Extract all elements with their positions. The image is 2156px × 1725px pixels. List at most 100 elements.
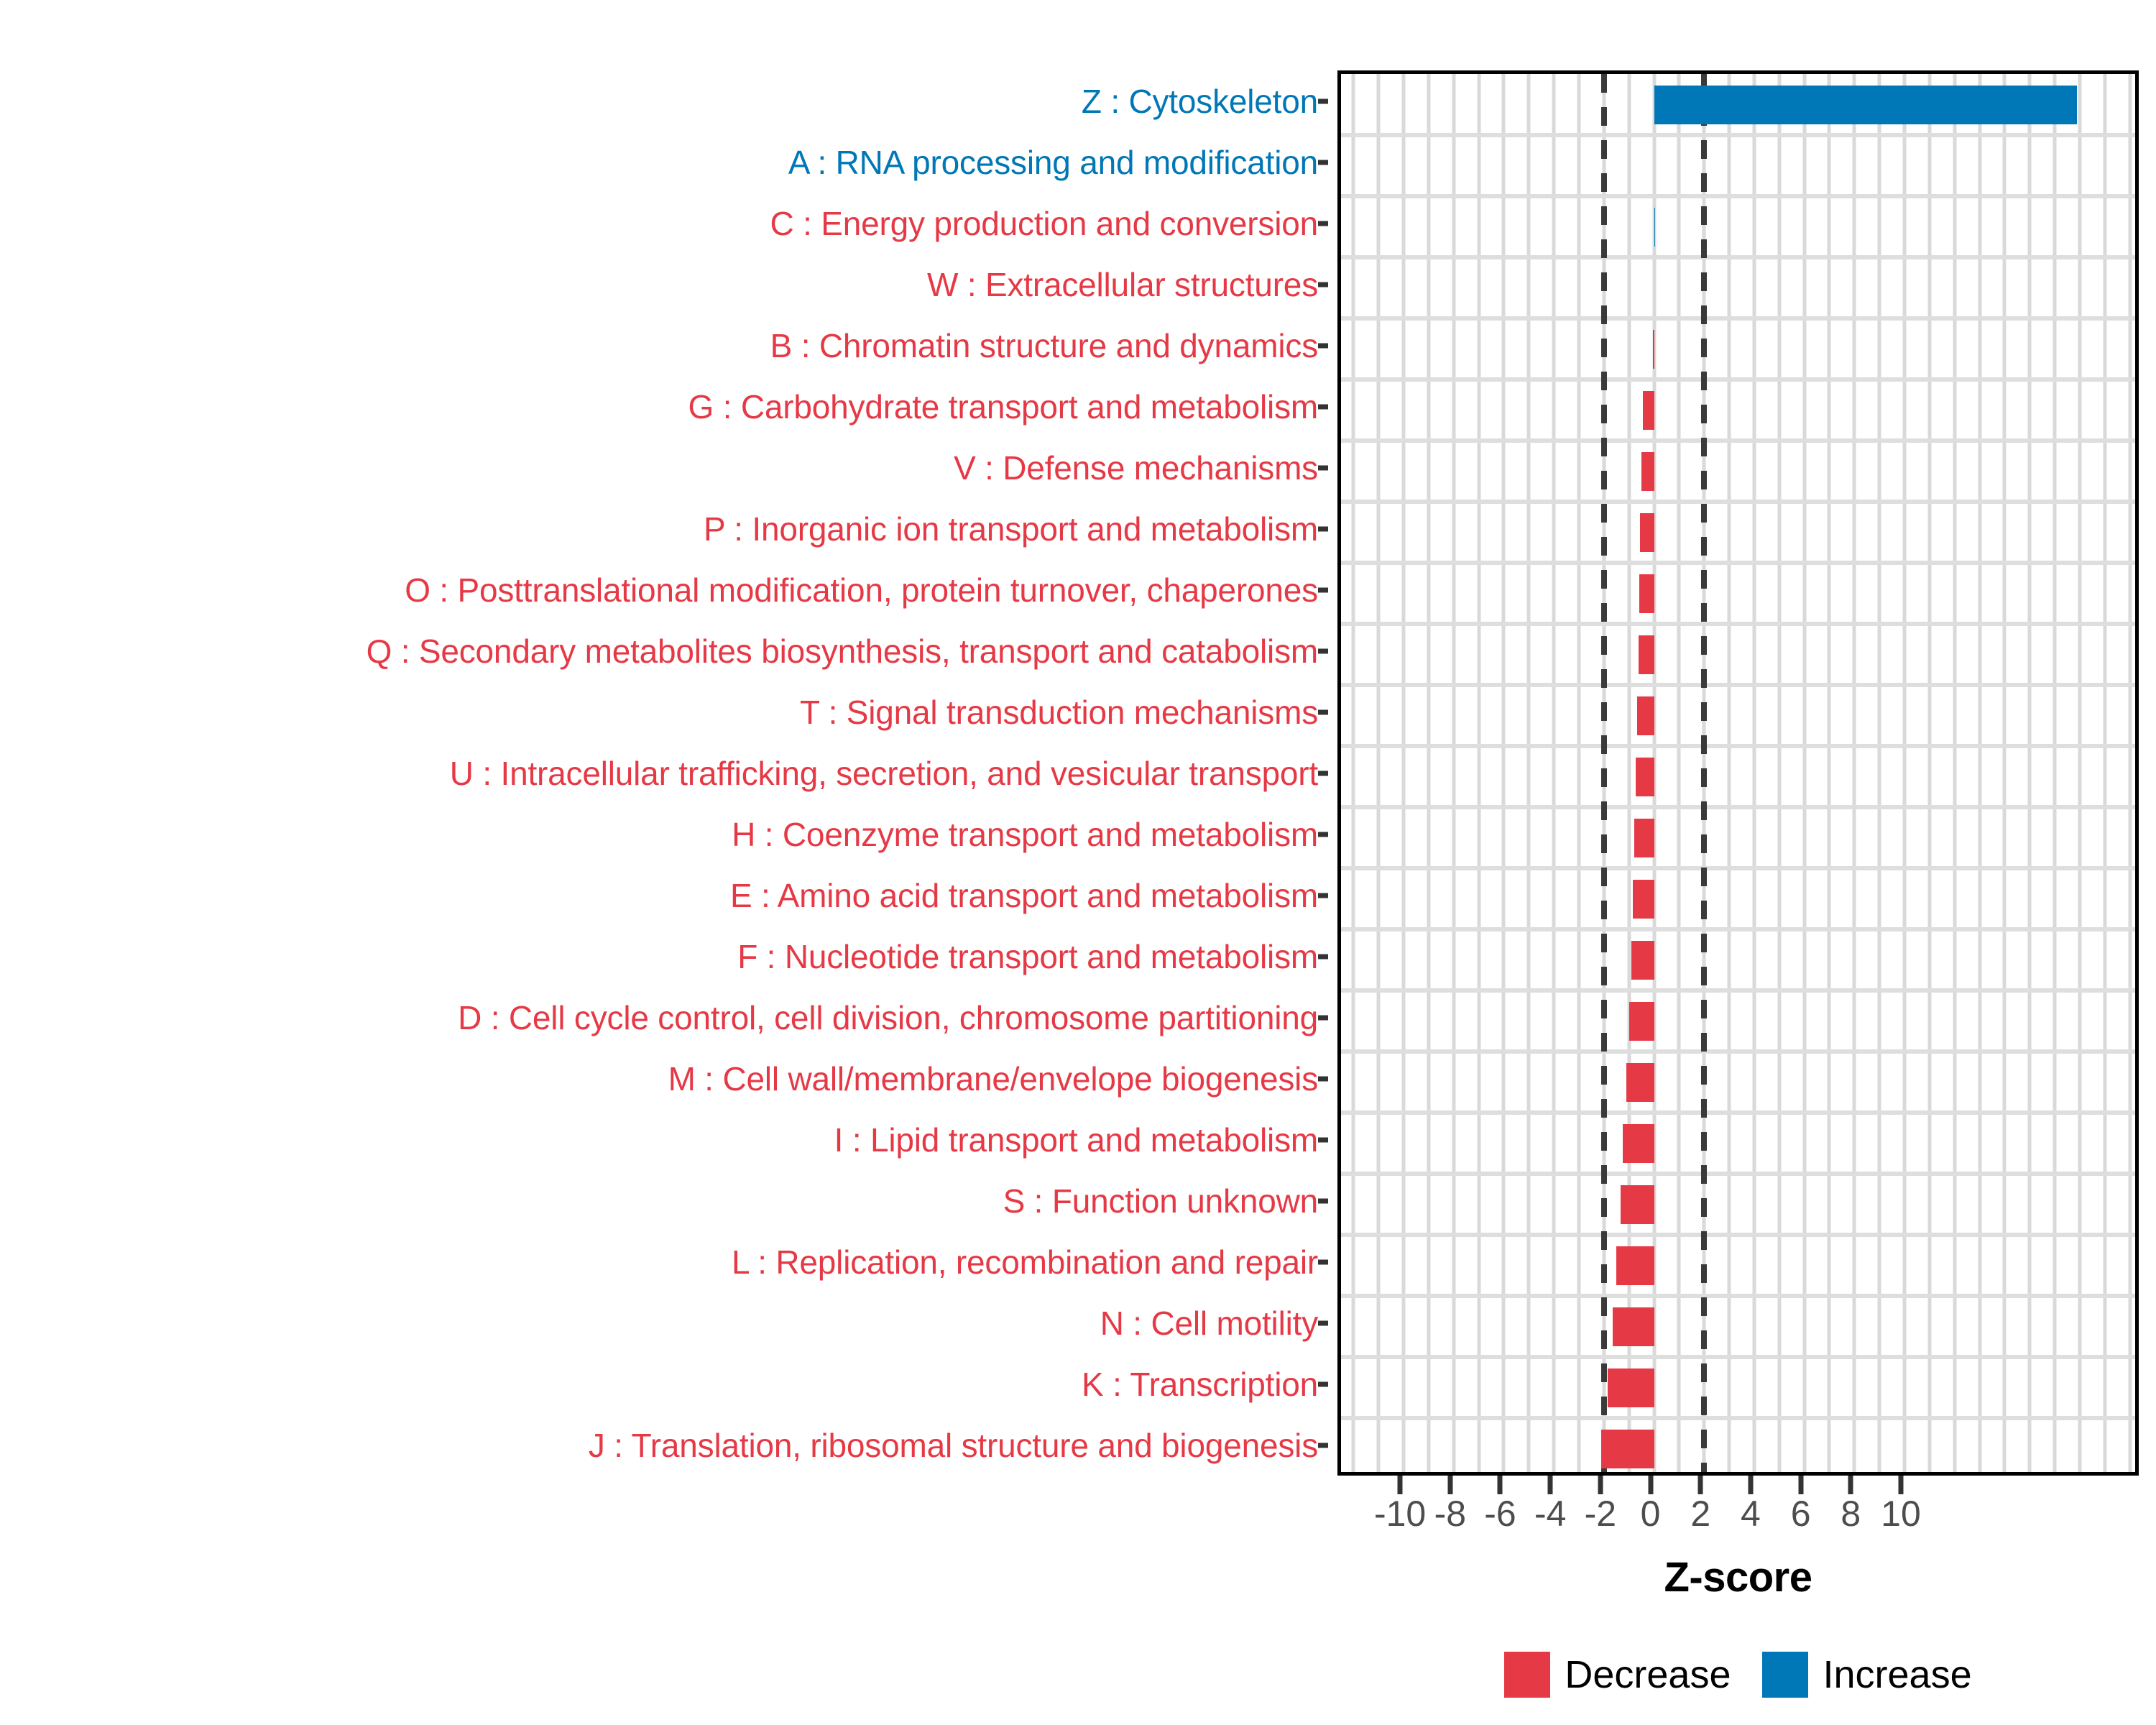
bar-row — [1341, 1113, 2135, 1174]
bar — [1628, 1001, 1654, 1041]
x-axis-tick — [1697, 1476, 1703, 1494]
category-label-row: C : Energy production and conversion — [0, 193, 1328, 254]
bar-row — [1341, 74, 2135, 135]
category-label: H : Coenzyme transport and metabolism — [732, 815, 1318, 853]
category-label-row: S : Function unknown — [0, 1170, 1328, 1231]
horizontal-gridline — [1341, 1294, 2135, 1298]
legend-item[interactable]: Increase — [1762, 1652, 1972, 1698]
category-label: N : Cell motility — [1100, 1304, 1319, 1342]
bar-row — [1341, 318, 2135, 380]
y-axis-tick — [1318, 954, 1328, 959]
category-label: L : Replication, recombination and repai… — [731, 1243, 1318, 1281]
category-label: F : Nucleotide transport and metabolism — [737, 937, 1318, 975]
y-axis-tick — [1318, 465, 1328, 470]
vertical-gridline — [2078, 74, 2082, 1472]
x-axis-tick — [1898, 1476, 1904, 1494]
category-label: S : Function unknown — [1003, 1182, 1319, 1220]
vertical-gridline — [1953, 74, 1957, 1472]
x-axis-tick — [1547, 1476, 1553, 1494]
vertical-gridline — [1627, 74, 1631, 1472]
bar — [1654, 207, 1655, 247]
vertical-gridline — [1401, 74, 1406, 1472]
bar — [1613, 1307, 1654, 1346]
plot-panel — [1337, 70, 2139, 1476]
x-axis-tick-label: -10 — [1373, 1494, 1427, 1534]
category-label: K : Transcription — [1082, 1365, 1318, 1403]
bar-row — [1341, 563, 2135, 624]
horizontal-gridline — [1341, 683, 2135, 687]
vertical-gridline — [1978, 74, 1982, 1472]
vertical-gridline — [1577, 74, 1581, 1472]
x-axis-tick — [1397, 1476, 1403, 1494]
category-label-row: F : Nucleotide transport and metabolism — [0, 926, 1328, 987]
vertical-gridline — [1652, 74, 1657, 1472]
y-axis-tick — [1318, 648, 1328, 653]
x-axis-tick-label: -6 — [1484, 1494, 1516, 1534]
category-label-row: H : Coenzyme transport and metabolism — [0, 804, 1328, 865]
x-axis-tick — [1598, 1476, 1603, 1494]
vertical-gridline — [1927, 74, 1932, 1472]
bar — [1616, 1246, 1654, 1285]
y-axis-tick — [1318, 160, 1328, 165]
legend-swatch — [1762, 1652, 1809, 1698]
horizontal-gridline — [1341, 744, 2135, 748]
category-label: G : Carbohydrate transport and metabolis… — [688, 387, 1319, 426]
y-axis-tick — [1318, 343, 1328, 348]
vertical-gridline — [2128, 74, 2132, 1472]
bar-row — [1341, 441, 2135, 502]
category-label-row: I : Lipid transport and metabolism — [0, 1109, 1328, 1170]
x-axis-tick — [1848, 1476, 1853, 1494]
x-axis-tick-label: -8 — [1434, 1494, 1467, 1534]
bar — [1632, 879, 1654, 919]
vertical-gridline — [1752, 74, 1756, 1472]
horizontal-gridline — [1341, 1355, 2135, 1359]
y-axis-tick — [1318, 221, 1328, 226]
legend-label: Increase — [1823, 1653, 1972, 1696]
horizontal-gridline — [1341, 316, 2135, 321]
horizontal-gridline — [1341, 133, 2135, 137]
x-axis-tick-label: 6 — [1790, 1494, 1811, 1534]
horizontal-gridline — [1341, 988, 2135, 993]
x-axis-tick — [1798, 1476, 1804, 1494]
category-label-row: E : Amino acid transport and metabolism — [0, 865, 1328, 926]
vertical-gridline — [1802, 74, 1807, 1472]
bar-row — [1341, 624, 2135, 685]
y-axis-tick — [1318, 1076, 1328, 1081]
horizontal-gridline — [1341, 561, 2135, 565]
category-label-row: T : Signal transduction mechanisms — [0, 681, 1328, 742]
vertical-gridline — [2103, 74, 2107, 1472]
category-label-row: M : Cell wall/membrane/envelope biogenes… — [0, 1048, 1328, 1109]
vertical-gridline — [1351, 74, 1355, 1472]
x-axis-tick-label: 2 — [1690, 1494, 1711, 1534]
bar-row — [1341, 746, 2135, 807]
category-label: E : Amino acid transport and metabolism — [729, 876, 1318, 914]
horizontal-gridline — [1341, 1172, 2135, 1176]
bar — [1652, 329, 1654, 369]
category-label: B : Chromatin structure and dynamics — [770, 326, 1319, 364]
y-axis-tick — [1318, 893, 1328, 898]
x-axis-tick — [1748, 1476, 1754, 1494]
category-label-row: O : Posttranslational modification, prot… — [0, 559, 1328, 620]
category-label: V : Defense mechanisms — [954, 448, 1318, 487]
y-axis-tick — [1318, 1198, 1328, 1203]
bar-row — [1341, 990, 2135, 1052]
category-label: W : Extracellular structures — [927, 265, 1318, 303]
legend-item[interactable]: Decrease — [1504, 1652, 1731, 1698]
category-label: U : Intracellular trafficking, secretion… — [449, 754, 1318, 792]
bar-row — [1341, 502, 2135, 563]
category-label-row: K : Transcription — [0, 1353, 1328, 1414]
horizontal-gridline — [1341, 927, 2135, 932]
vertical-gridline — [2002, 74, 2007, 1472]
category-label-row: U : Intracellular trafficking, secretion… — [0, 742, 1328, 804]
bar — [1654, 85, 2078, 124]
vertical-gridline — [2027, 74, 2032, 1472]
bar-row — [1341, 257, 2135, 318]
bar — [1640, 512, 1654, 552]
bar-row — [1341, 1052, 2135, 1113]
bar — [1636, 757, 1654, 796]
category-label-row: W : Extracellular structures — [0, 254, 1328, 315]
bar — [1641, 451, 1654, 491]
vertical-gridline — [1902, 74, 1907, 1472]
x-axis-tick-label: 4 — [1741, 1494, 1761, 1534]
x-axis-tick-label: -4 — [1534, 1494, 1567, 1534]
